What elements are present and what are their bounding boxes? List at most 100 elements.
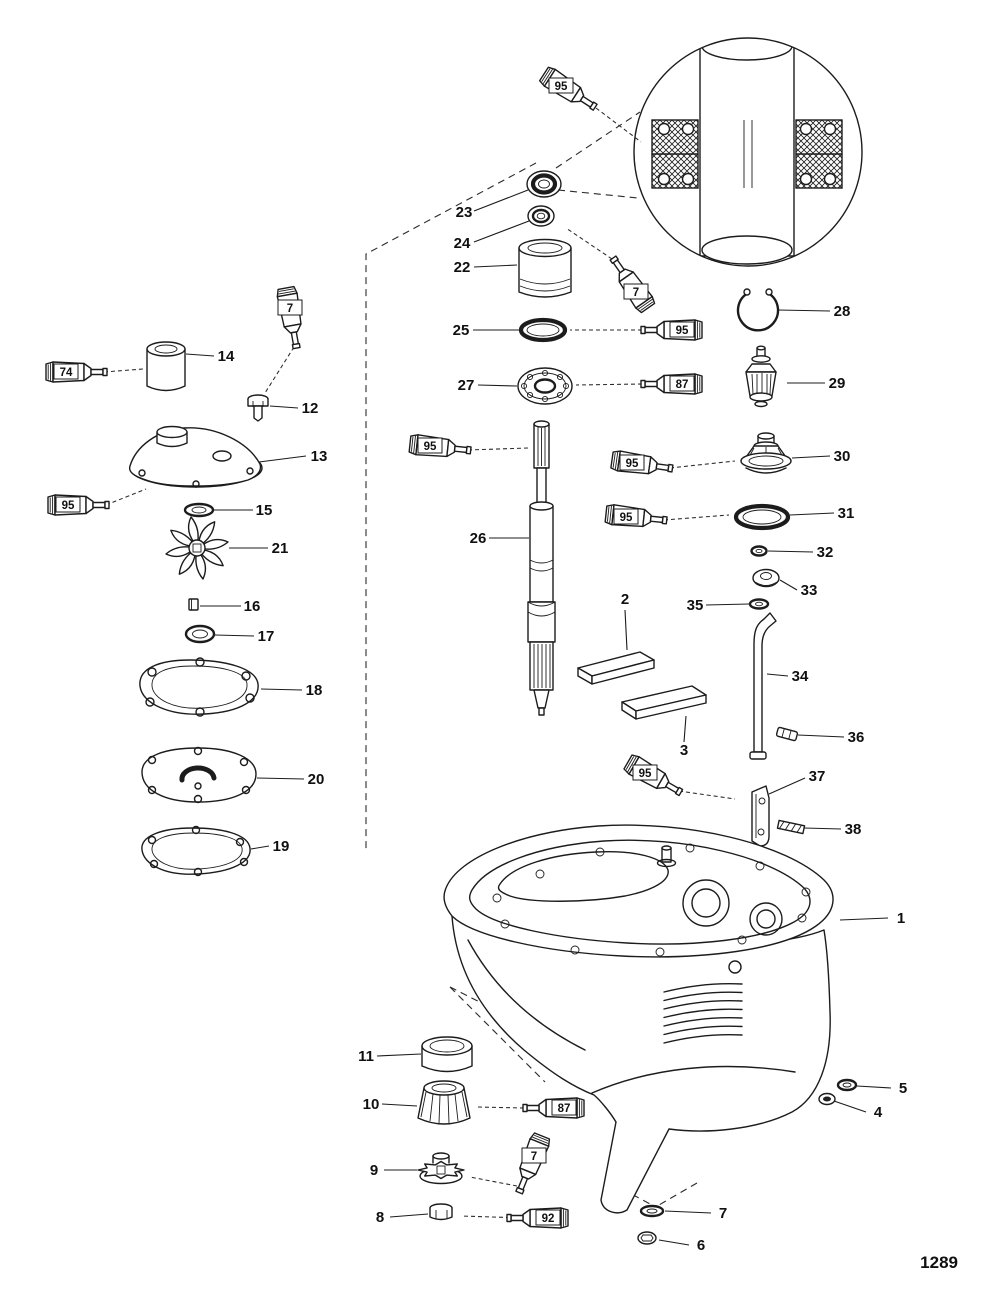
callout-8: 8 (376, 1209, 384, 1226)
callout-29: 29 (829, 375, 846, 392)
part-5-washer (836, 1078, 858, 1092)
part-4-plug (818, 1092, 836, 1106)
callout-15: 15 (256, 502, 273, 519)
part-3-shim (621, 685, 707, 720)
callout-12: 12 (302, 400, 319, 417)
callout-1: 1 (897, 910, 905, 927)
part-33-washer (752, 568, 780, 588)
part-35-grommet (748, 598, 770, 610)
callout-36: 36 (848, 729, 865, 746)
part-28-retaining-ring (736, 288, 780, 332)
lubricant-tube-95d: 95 (408, 433, 473, 462)
tube-label: 95 (639, 768, 652, 780)
part-12-bolt (247, 394, 269, 422)
lubricant-tubes: 95 7 74 95 7 95 87 (45, 64, 703, 1229)
part-22-bearing-carrier (518, 238, 572, 298)
part-31-o-ring (733, 503, 791, 531)
lubricant-tube-87: 87 (640, 373, 703, 395)
callout-10: 10 (363, 1096, 380, 1113)
part-1-gearcase-housing (443, 824, 834, 1214)
tube-label: 95 (424, 441, 437, 453)
tube-label: 74 (60, 367, 73, 379)
callout-23: 23 (456, 204, 473, 221)
callout-14: 14 (218, 348, 235, 365)
tube-label: 95 (62, 500, 75, 512)
lubricant-tube-87b: 87 (522, 1097, 585, 1119)
callout-18: 18 (306, 682, 323, 699)
part-21-impeller (165, 516, 229, 580)
callout-5: 5 (899, 1080, 907, 1097)
page-number: 1289 (920, 1253, 958, 1272)
part-26-driveshaft (527, 420, 556, 716)
part-18-gasket (139, 657, 259, 717)
part-24-bearing (527, 205, 555, 227)
lubricant-tube-95e: 95 (609, 449, 675, 480)
part-9-pinion-gear (417, 1152, 465, 1185)
part-10-tapered-roller-bearing (417, 1080, 471, 1125)
callout-9: 9 (370, 1162, 378, 1179)
part-17-seal-ring (184, 624, 216, 644)
part-29-pinion-assembly (745, 345, 777, 408)
callout-33: 33 (801, 582, 818, 599)
lubricant-tube-95g: 95 (622, 752, 687, 802)
lubricant-tube-95f: 95 (604, 503, 669, 532)
part-11-bearing-race (421, 1036, 473, 1073)
callout-27: 27 (458, 377, 475, 394)
part-13-water-pump-cover (128, 425, 263, 488)
part-15-seal (183, 502, 215, 518)
part-14-seal-cup (146, 341, 186, 392)
callout-16: 16 (244, 598, 261, 615)
callout-26: 26 (470, 530, 487, 547)
part-34-shift-rod (749, 612, 777, 760)
lubricant-tube-7: 7 (275, 285, 308, 351)
lubricant-tube-95c: 95 (640, 319, 703, 341)
part-16-key (188, 598, 199, 611)
callout-38: 38 (845, 821, 862, 838)
detail-inset-driveshaft-bearing (633, 37, 863, 267)
callout-3: 3 (680, 742, 688, 759)
callout-35: 35 (687, 597, 704, 614)
construction-lines (365, 111, 698, 1206)
callout-24: 24 (454, 235, 471, 252)
lubricant-tube-74: 74 (45, 361, 108, 383)
part-25-o-ring (518, 317, 568, 343)
callout-2: 2 (621, 591, 629, 608)
part-2-shim (577, 651, 655, 685)
part-7-washer (639, 1204, 665, 1218)
part-20-plate (141, 746, 257, 804)
callout-11: 11 (358, 1048, 374, 1065)
part-19-gasket (141, 825, 251, 877)
part-8-nut (429, 1203, 453, 1221)
callout-4: 4 (874, 1104, 883, 1121)
water-intake-gills (663, 983, 743, 1044)
tube-label: 87 (676, 379, 689, 391)
tube-label: 7 (287, 303, 293, 315)
part-32-seal-ring (750, 545, 768, 557)
tube-label: 95 (555, 81, 568, 93)
callout-labels: 1 2 3 4 5 6 7 8 9 10 11 12 13 14 15 16 1… (218, 204, 908, 1254)
part-37-anode-bracket (751, 785, 770, 847)
callout-25: 25 (453, 322, 470, 339)
part-23-bearing (526, 170, 562, 198)
part-30-bearing-carrier-cap (740, 432, 792, 474)
callout-31: 31 (838, 505, 855, 522)
callout-7: 7 (719, 1205, 727, 1222)
tube-label: 7 (531, 1151, 537, 1163)
tube-leader-lines (103, 107, 736, 1219)
callout-22: 22 (454, 259, 471, 276)
part-6-plug (637, 1231, 657, 1245)
part-27-ball-bearing (517, 367, 573, 405)
callout-30: 30 (834, 448, 851, 465)
callout-28: 28 (834, 303, 851, 320)
callout-17: 17 (258, 628, 275, 645)
callout-13: 13 (311, 448, 328, 465)
lubricant-tube-7c: 7 (509, 1131, 552, 1198)
part-38-pin (776, 819, 806, 835)
lubricant-tube-92: 92 (506, 1207, 569, 1229)
lubricant-tube-7b: 7 (604, 251, 657, 315)
tube-label: 95 (620, 512, 633, 524)
callout-32: 32 (817, 544, 834, 561)
callout-21: 21 (272, 540, 289, 557)
